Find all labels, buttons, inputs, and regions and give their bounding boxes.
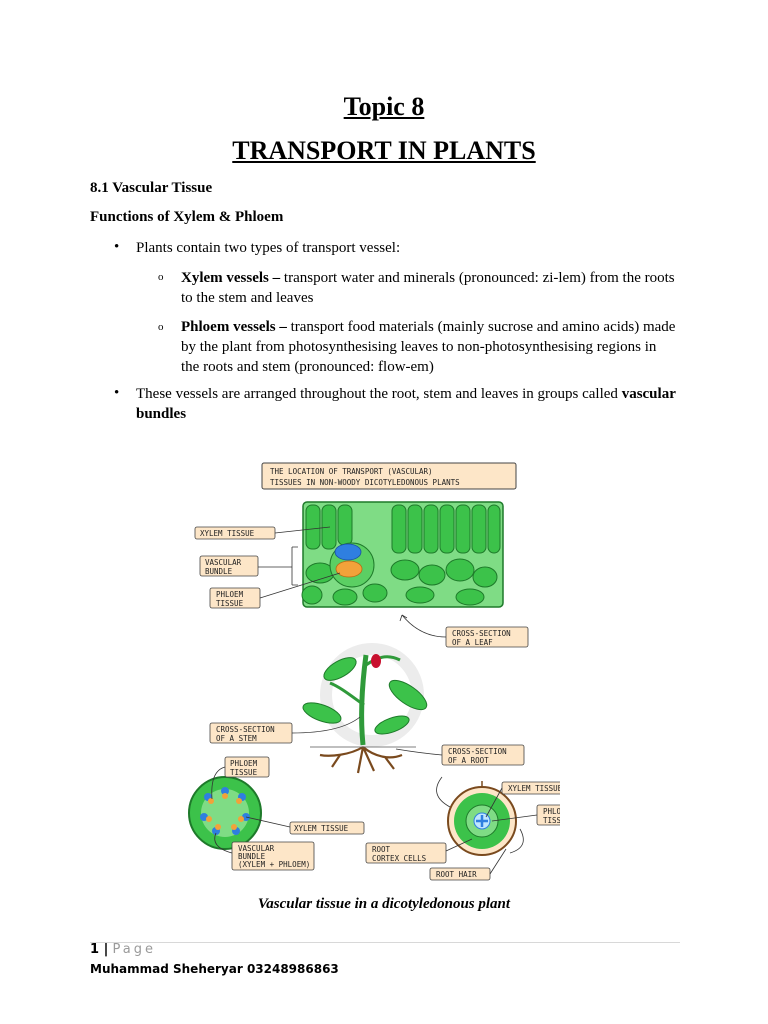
footer-page-number: 1 | Page bbox=[90, 942, 156, 957]
svg-text:BUNDLE: BUNDLE bbox=[238, 852, 266, 861]
diagram-title-box bbox=[261, 462, 517, 490]
vascular-tissue-diagram: THE LOCATION OF TRANSPORT (VASCULAR) TIS… bbox=[188, 462, 560, 881]
bullet-marker: • bbox=[114, 385, 120, 401]
svg-text:TISSUE: TISSUE bbox=[230, 768, 258, 777]
page-title: TRANSPORT IN PLANTS bbox=[232, 136, 536, 165]
bullet-vascular-bundles: These vessels are arranged throughout th… bbox=[136, 386, 676, 422]
svg-text:XYLEM TISSUE: XYLEM TISSUE bbox=[200, 529, 255, 538]
sub-bullet-phloem: Phloem vessels – transport food material… bbox=[181, 319, 676, 375]
svg-text:BUNDLE: BUNDLE bbox=[205, 567, 233, 576]
stem-cross-section bbox=[188, 776, 262, 850]
svg-text:CORTEX CELLS: CORTEX CELLS bbox=[372, 854, 427, 863]
svg-text:THE LOCATION OF TRANSPORT (VAS: THE LOCATION OF TRANSPORT (VASCULAR) bbox=[270, 467, 433, 476]
svg-text:PHLOEM: PHLOEM bbox=[216, 590, 244, 599]
sub-bullet-marker: o bbox=[158, 321, 164, 333]
sub-bullet-xylem: Xylem vessels – transport water and mine… bbox=[181, 270, 675, 306]
phloem-term: Phloem vessels – bbox=[181, 319, 287, 335]
svg-text:(XYLEM + PHLOEM): (XYLEM + PHLOEM) bbox=[238, 860, 310, 869]
svg-text:ROOT: ROOT bbox=[372, 845, 391, 854]
root-cross-section bbox=[447, 781, 517, 856]
svg-text:TISSUE: TISSUE bbox=[216, 599, 244, 608]
section-heading: 8.1 Vascular Tissue bbox=[90, 180, 213, 196]
svg-text:PHLOEM: PHLOEM bbox=[230, 759, 258, 768]
svg-text:OF A STEM: OF A STEM bbox=[216, 734, 257, 743]
svg-text:CROSS-SECTION: CROSS-SECTION bbox=[452, 629, 511, 638]
topic-number: Topic 8 bbox=[343, 92, 425, 121]
sub-bullet-marker: o bbox=[158, 271, 164, 283]
figure-caption: Vascular tissue in a dicotyledonous plan… bbox=[257, 896, 511, 912]
footer-divider bbox=[90, 942, 680, 943]
svg-text:TISSUES IN NON-WOODY DICOTYLED: TISSUES IN NON-WOODY DICOTYLEDONOUS PLAN… bbox=[270, 478, 460, 487]
bullet-marker: • bbox=[114, 239, 120, 255]
svg-text:VASCULAR: VASCULAR bbox=[205, 558, 242, 567]
svg-text:ROOT HAIR: ROOT HAIR bbox=[436, 870, 477, 879]
bullet-transport-vessels: Plants contain two types of transport ve… bbox=[136, 240, 401, 256]
xylem-term: Xylem vessels – bbox=[181, 270, 281, 286]
svg-text:VASCULAR: VASCULAR bbox=[238, 844, 275, 853]
svg-text:XYLEM TISSUE: XYLEM TISSUE bbox=[294, 824, 349, 833]
svg-text:OF A ROOT: OF A ROOT bbox=[448, 756, 489, 765]
plant-illustration bbox=[302, 654, 428, 774]
svg-text:PHLOEM: PHLOEM bbox=[543, 807, 560, 816]
leaf-cross-section bbox=[301, 501, 504, 608]
footer-author: Muhammad Sheheryar 03248986863 bbox=[90, 962, 339, 976]
svg-text:OF A LEAF: OF A LEAF bbox=[452, 638, 493, 647]
svg-text:TISSUE: TISSUE bbox=[543, 816, 560, 825]
svg-text:CROSS-SECTION: CROSS-SECTION bbox=[448, 747, 507, 756]
section-subheading: Functions of Xylem & Phloem bbox=[90, 209, 284, 225]
svg-text:XYLEM TISSUE: XYLEM TISSUE bbox=[508, 784, 560, 793]
svg-text:CROSS-SECTION: CROSS-SECTION bbox=[216, 725, 275, 734]
